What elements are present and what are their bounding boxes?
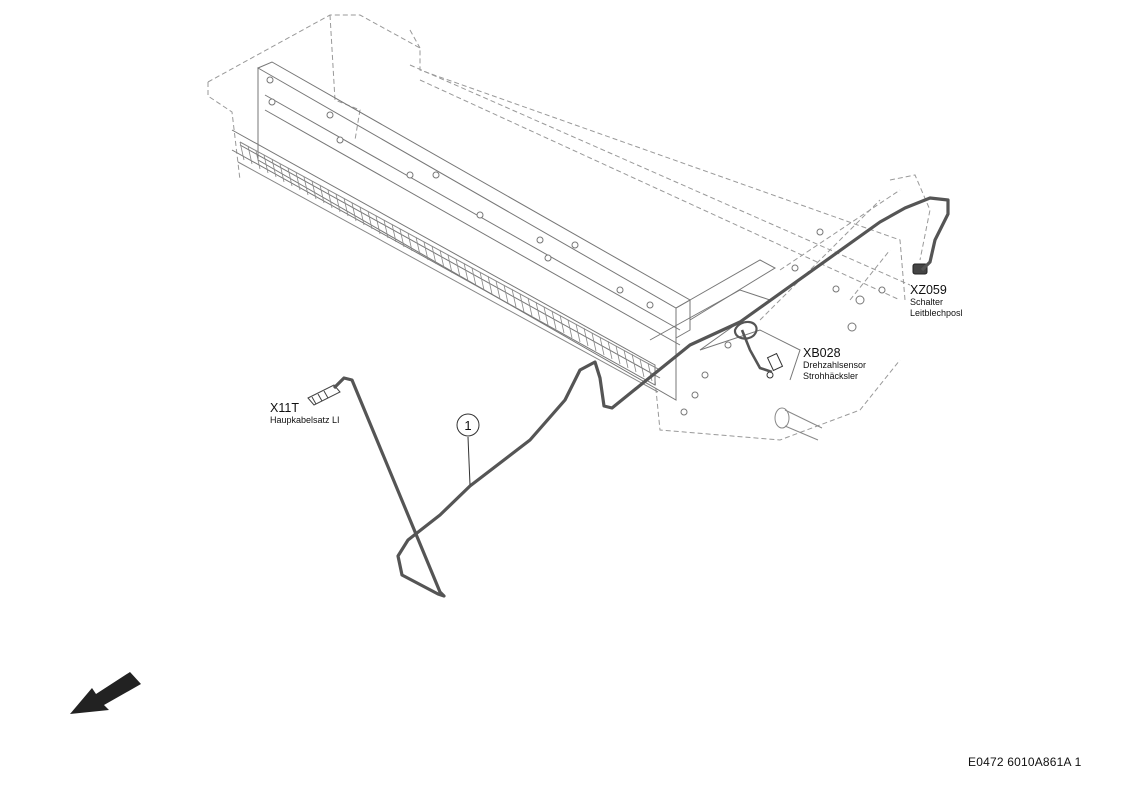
- callout-xb028-desc2: Strohhäcksler: [803, 370, 859, 381]
- callout-x11t-desc: Haupkabelsatz LI: [270, 415, 340, 426]
- callout-xb028-desc1: Drehzahlsensor: [803, 360, 867, 371]
- knife-rotor: [237, 141, 661, 393]
- callout-xz059-desc2: Leitblechposl: [910, 307, 963, 318]
- callout-xb028-code: XB028: [803, 346, 841, 360]
- sensor-xb028-icon: [766, 352, 784, 379]
- shaft-end: [774, 407, 823, 441]
- chopper-housing: [231, 61, 801, 401]
- cable-harness: [332, 196, 950, 598]
- item-number-1: 1: [464, 418, 471, 433]
- fasteners: [266, 76, 886, 416]
- callout-x11t: X11T Haupkabelsatz LI: [270, 401, 340, 426]
- callout-xb028: XB028 Drehzahlsensor Strohhäcksler: [803, 346, 866, 381]
- connector-x11t-icon: [307, 384, 341, 406]
- callout-xz059: XZ059 Schalter Leitblechposl: [910, 283, 963, 318]
- item-callout-1: 1: [456, 413, 480, 486]
- callout-x11t-code: X11T: [270, 401, 299, 415]
- callout-xz059-desc1: Schalter: [910, 297, 944, 308]
- cable-loop: [733, 320, 758, 340]
- callout-xz059-code: XZ059: [910, 283, 947, 297]
- arrow-direction-icon: [70, 672, 141, 714]
- cable-branch-xb028: [740, 329, 773, 374]
- document-reference-code: E0472 6010A861A 1: [968, 755, 1082, 769]
